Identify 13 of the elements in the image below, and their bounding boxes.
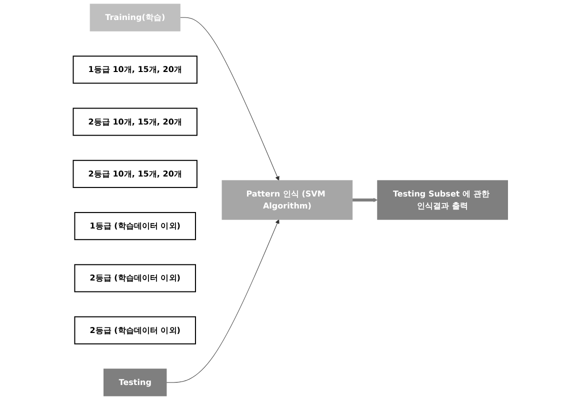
node-box: 2등급 10개, 15개, 20개 [72, 160, 198, 188]
node-box: Pattern 인식 (SVM Algorithm) [222, 180, 353, 220]
arrow [180, 17, 280, 181]
arrow [352, 198, 378, 202]
node-box: Training(학습) [90, 4, 180, 32]
node-box: Testing [104, 368, 167, 396]
node-box: 2등급 (학습데이터 이외) [74, 264, 196, 292]
arrow [166, 219, 280, 383]
node-box: 1등급 10개, 15개, 20개 [72, 56, 198, 84]
node-box: 2등급 10개, 15개, 20개 [72, 108, 198, 136]
node-box: Testing Subset 에 관한 인식결과 출력 [377, 180, 508, 220]
node-box: 2등급 (학습데이터 이외) [74, 316, 196, 344]
node-box: 1등급 (학습데이터 이외) [74, 212, 196, 240]
